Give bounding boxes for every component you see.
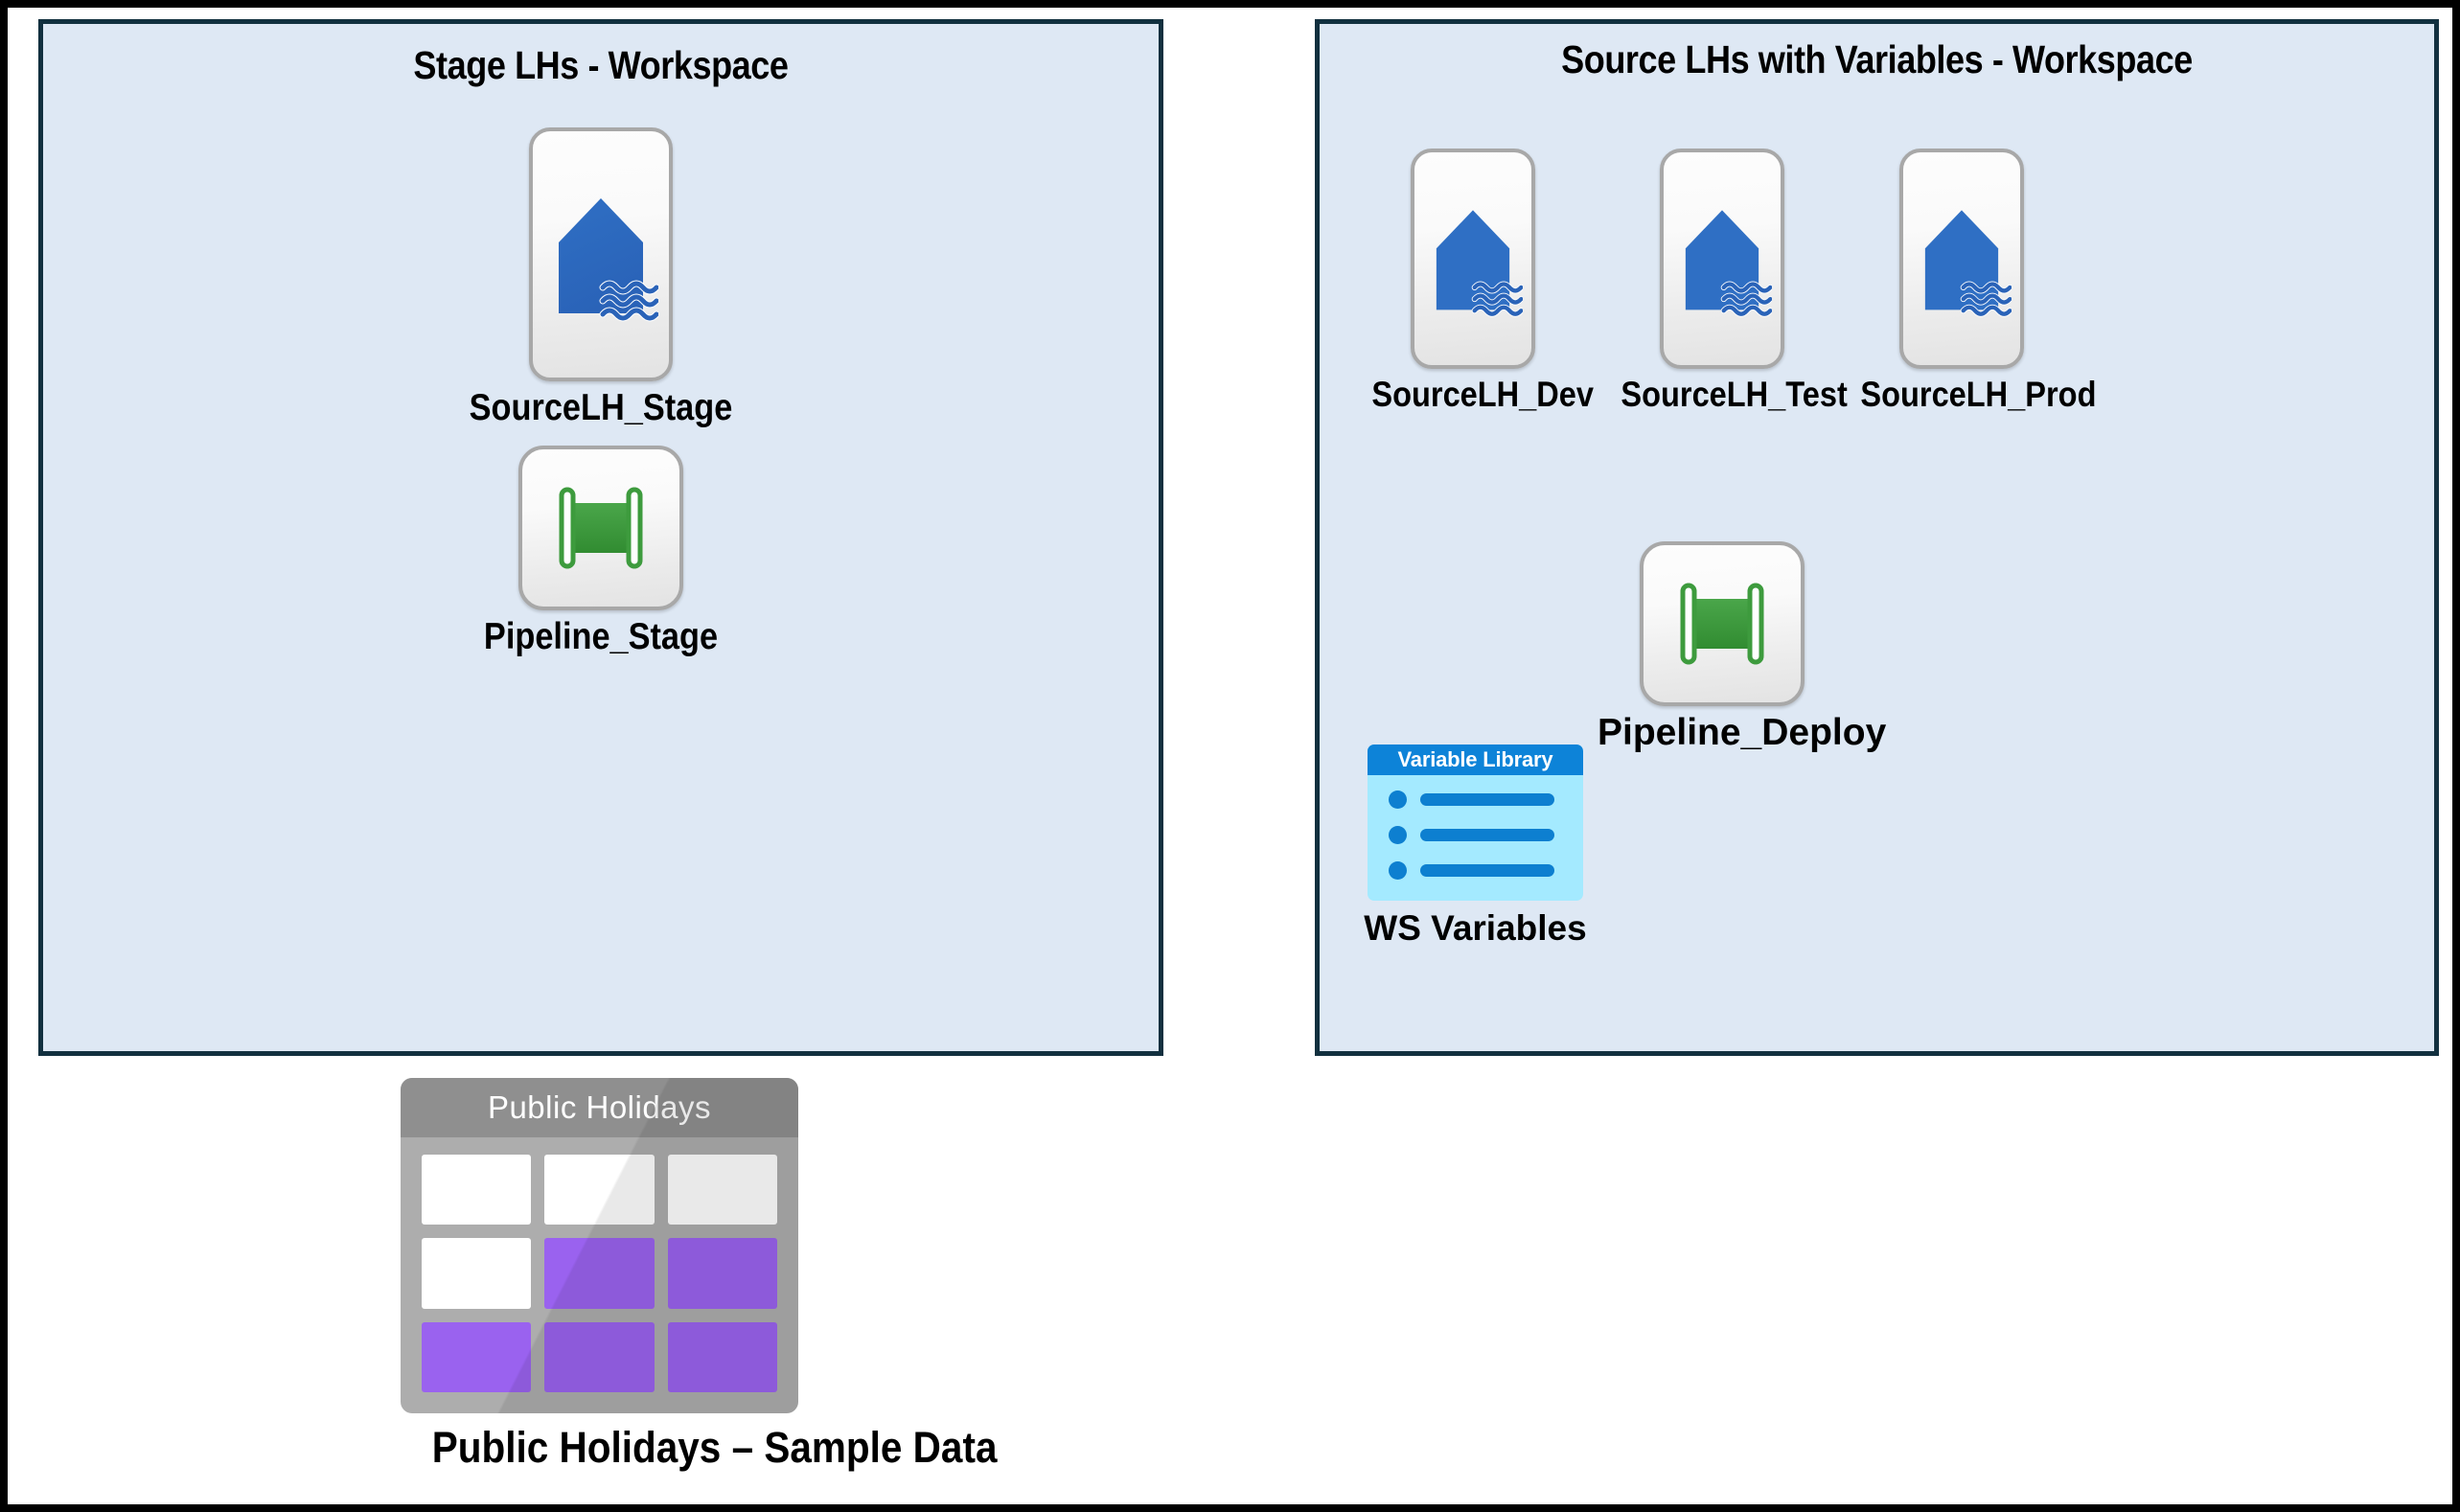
item-label: Pipeline_Deploy [1598,712,1887,753]
item-sourcelh-test[interactable]: SourceLH_Test [1607,149,1848,415]
item-label: Public Holidays – Sample Data [431,1423,998,1472]
item-pipeline-deploy[interactable]: Pipeline_Deploy [1598,541,1887,754]
item-label: Pipeline_Stage [483,616,719,657]
lakehouse-tile[interactable] [529,127,673,381]
item-ws-variables[interactable]: Variable Library WS Varia [1358,745,1593,949]
table-cell [544,1238,655,1309]
lakehouse-icon [559,197,658,321]
variable-bar [1420,793,1554,806]
variable-library-header: Variable Library [1368,745,1583,775]
variable-bar [1420,829,1554,841]
pipeline-tile[interactable] [518,446,683,610]
pipeline-icon [559,487,643,569]
table-cell [667,1155,777,1226]
table-header-title: Public Holidays [401,1078,798,1137]
table-cell [422,1238,532,1309]
item-public-holidays[interactable]: Public Holidays Public Holidays – Sample… [401,1078,1028,1473]
item-pipeline-stage[interactable]: Pipeline_Stage [43,446,1159,658]
item-label: SourceLH_Stage [469,387,733,428]
variable-row [1389,861,1583,880]
bullet-icon [1389,861,1407,880]
bullet-icon [1389,826,1407,844]
variable-bar [1420,864,1554,877]
table-cell [544,1321,655,1392]
item-sourcelh-prod[interactable]: SourceLH_Prod [1847,149,2097,415]
lakehouse-icon [1685,209,1772,317]
table-cell [422,1321,532,1392]
table-cell [422,1155,532,1226]
item-label: SourceLH_Test [1621,375,1848,414]
item-sourcelh-dev[interactable]: SourceLH_Dev [1358,149,1595,415]
bullet-icon [1389,790,1407,809]
workspace-source: Source LHs with Variables - Workspace [1315,19,2439,1056]
item-sourcelh-stage[interactable]: SourceLH_Stage [43,127,1159,429]
variable-library-rows [1368,775,1583,880]
item-label: SourceLH_Dev [1371,375,1595,414]
lakehouse-icon [1436,209,1523,317]
lakehouse-tile[interactable] [1899,149,2024,369]
table-cell [667,1321,777,1392]
workspace-stage: Stage LHs - Workspace [38,19,1163,1056]
variable-row [1389,826,1583,844]
lakehouse-tile[interactable] [1660,149,1784,369]
lakehouse-tile[interactable] [1411,149,1535,369]
table-cell [544,1155,655,1226]
table-icon[interactable]: Public Holidays [401,1078,798,1413]
workspace-source-title: Source LHs with Variables - Workspace [1561,37,2193,81]
lakehouse-icon [1924,209,2012,317]
pipeline-tile[interactable] [1640,541,1805,706]
table-grid [401,1137,798,1413]
item-label: WS Variables [1364,908,1587,948]
table-cell [667,1238,777,1309]
variable-library-icon[interactable]: Variable Library [1368,745,1583,901]
pipeline-icon [1680,583,1764,665]
variable-row [1389,790,1583,809]
workspace-stage-title: Stage LHs - Workspace [413,43,789,87]
item-label: SourceLH_Prod [1860,375,2097,414]
